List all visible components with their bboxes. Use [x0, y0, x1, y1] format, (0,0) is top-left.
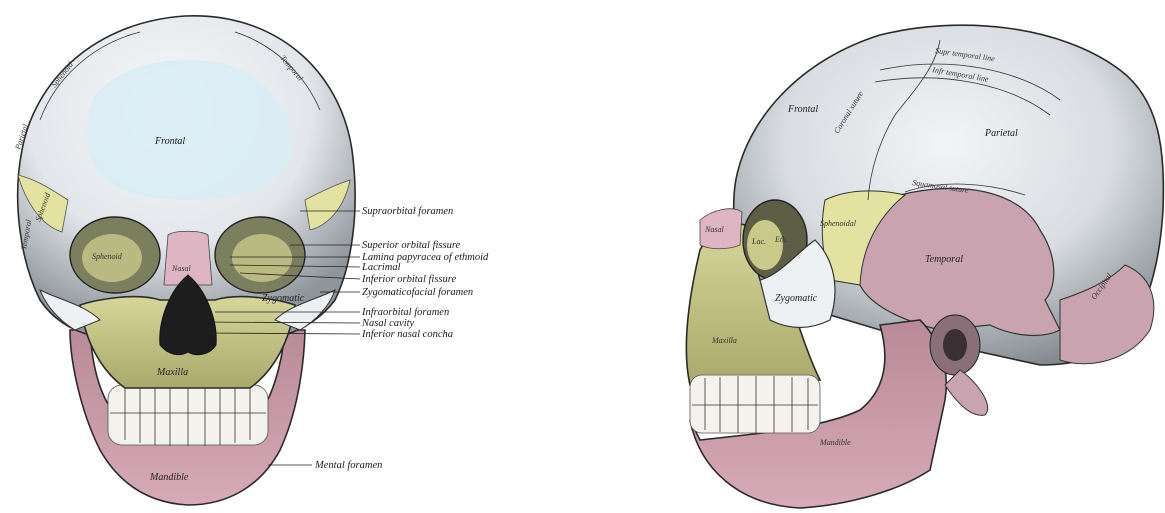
label-nasal-lateral: Nasal [704, 225, 724, 234]
label-zygomatic-anterior: Zygomatic [262, 293, 305, 304]
label-mandible-lateral: Mandible [819, 438, 851, 447]
anterior-skull-view [18, 16, 355, 505]
label-sphenoid-orbit: Sphenoid [92, 252, 123, 261]
label-zygomatic-lateral: Zygomatic [775, 293, 818, 304]
label-maxilla-lateral: Maxilla [711, 336, 737, 345]
label-frontal-lateral: Frontal [787, 104, 818, 115]
callout-inferior-nasal-concha: Inferior nasal concha [361, 329, 453, 340]
callout-superior-orbital-fissure: Superior orbital fissure [362, 240, 461, 251]
anterior-teeth [108, 385, 268, 446]
callout-mental-foramen: Mental foramen [314, 460, 382, 471]
callout-nasal-cavity: Nasal cavity [361, 318, 415, 329]
label-frontal: Frontal [154, 136, 185, 147]
lateral-teeth [690, 375, 820, 433]
label-nasal-anterior: Nasal [171, 264, 191, 273]
callout-infraorbital-foramen: Infraorbital foramen [361, 307, 449, 318]
label-sphenoidal-lateral: Sphenoidal [820, 219, 857, 228]
callout-zygomaticofacial-foramen: Zygomaticofacial foramen [362, 287, 473, 298]
label-parietal-lateral: Parietal [984, 128, 1018, 139]
lateral-skull-view [686, 25, 1163, 508]
label-lacrimal-lateral: Lac. [751, 237, 766, 246]
callout-inferior-orbital-fissure: Inferior orbital fissure [361, 274, 456, 285]
label-ethmoid-lateral: Eth. [774, 235, 788, 244]
label-temporal-lateral: Temporal [925, 254, 963, 265]
label-maxilla-anterior: Maxilla [156, 367, 188, 378]
callout-supraorbital-foramen: Supraorbital foramen [362, 206, 453, 217]
callout-lacrimal: Lacrimal [361, 262, 401, 273]
label-mandible-anterior: Mandible [149, 472, 189, 483]
